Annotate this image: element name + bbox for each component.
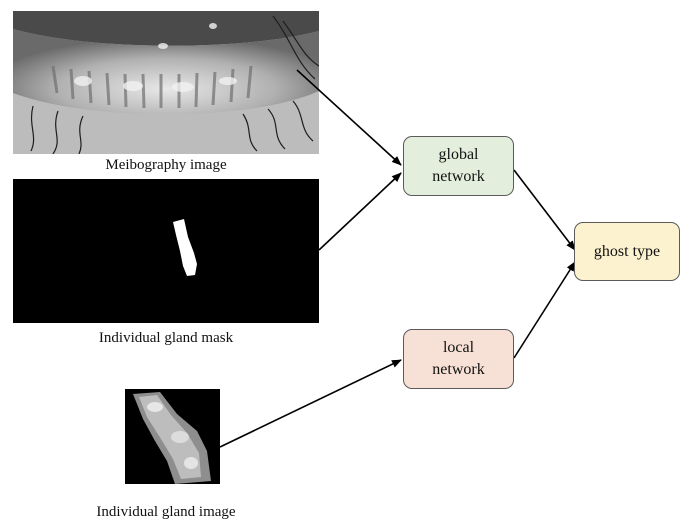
arrow-gland-to-local — [220, 360, 401, 447]
arrow-local-to-output — [514, 262, 575, 358]
arrow-global-to-output — [514, 170, 575, 250]
ghost-type-node: ghost type — [574, 222, 680, 281]
global-network-node: global network — [403, 136, 514, 196]
local-network-line1: local — [432, 337, 484, 359]
ghost-type-label: ghost type — [594, 241, 660, 263]
local-network-line2: network — [432, 359, 484, 381]
local-network-node: local network — [403, 329, 514, 389]
global-network-line2: network — [432, 166, 484, 188]
arrow-meibography-to-global — [297, 70, 401, 165]
arrow-mask-to-global — [319, 173, 401, 250]
global-network-line1: global — [432, 144, 484, 166]
